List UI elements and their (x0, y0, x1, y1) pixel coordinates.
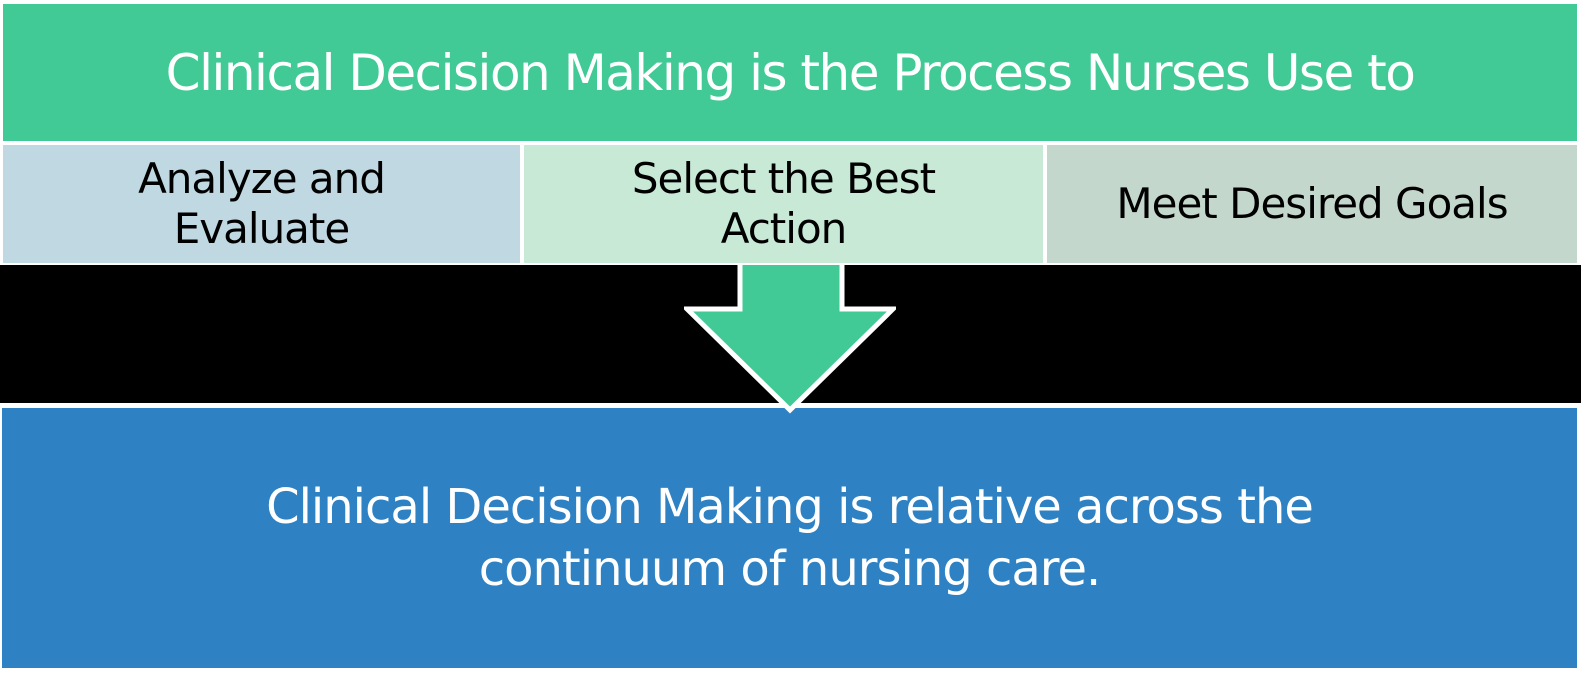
down-arrow-icon (684, 265, 896, 415)
step-select-best-action: Select the Best Action (524, 145, 1043, 263)
step-label-line: Analyze and (138, 154, 386, 204)
conclusion-text-line: continuum of nursing care. (478, 541, 1101, 597)
step-label-line: Evaluate (173, 204, 350, 253)
header-banner: Clinical Decision Making is the Process … (3, 4, 1577, 141)
steps-row: Analyze and Evaluate Select the Best Act… (3, 145, 1577, 263)
step-meet-desired-goals: Meet Desired Goals (1047, 145, 1577, 263)
conclusion-box: Clinical Decision Making is relative acr… (2, 408, 1577, 668)
conclusion-text-line: Clinical Decision Making is relative acr… (266, 478, 1314, 535)
step-label-line: Select the Best (631, 154, 936, 204)
step-label-line: Meet Desired Goals (1116, 179, 1508, 229)
step-analyze-and-evaluate: Analyze and Evaluate (3, 145, 520, 263)
header-banner-text: Clinical Decision Making is the Process … (165, 43, 1416, 102)
step-label-line: Action (720, 204, 848, 253)
